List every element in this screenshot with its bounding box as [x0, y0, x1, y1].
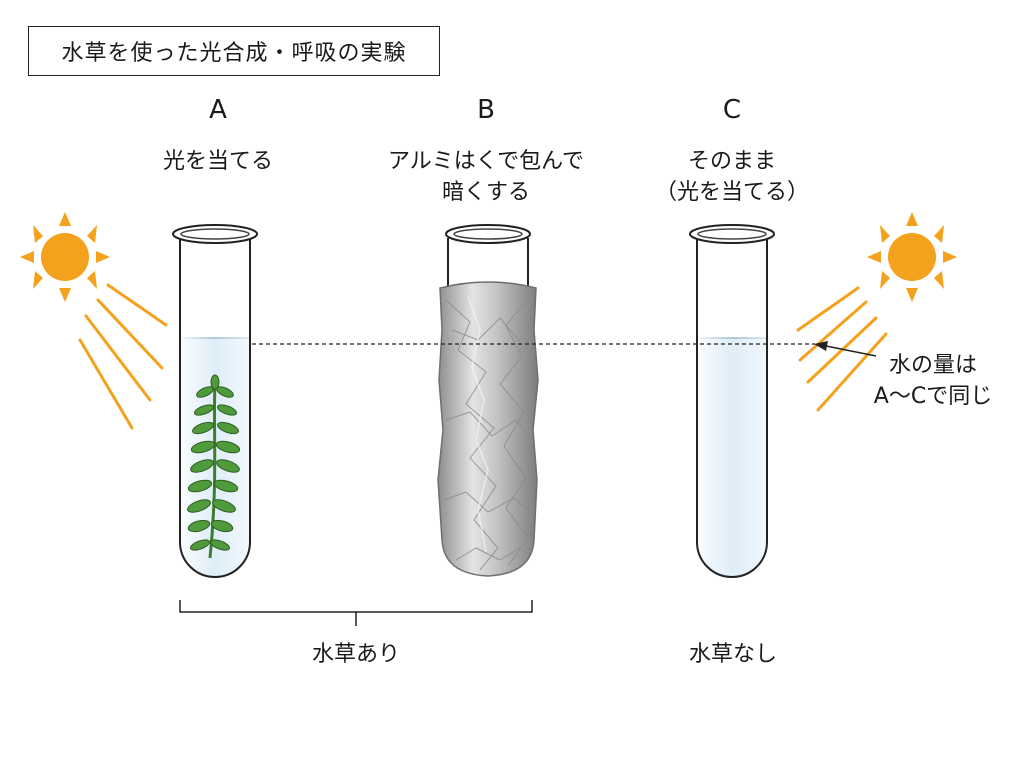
tube-b-condition-line2: 暗くする [441, 180, 530, 205]
tube-c-condition-line2: （光を当てる） [654, 180, 809, 205]
tube-c-condition-line1: そのまま [687, 149, 776, 174]
tube-b-condition-line1: アルミはくで包んで [387, 149, 585, 174]
page-title: 水草を使った光合成・呼吸の実験 [28, 26, 440, 76]
sun-icon [867, 212, 957, 302]
group-with-plant-label: 水草あり [311, 642, 400, 667]
water-note-line1: 水の量は [888, 353, 977, 378]
waterweed-icon [187, 374, 241, 559]
test-tube-b [437, 224, 539, 577]
aluminum-foil-icon [437, 281, 539, 577]
water-note-arrow [814, 341, 877, 357]
tube-b-letter: B [477, 95, 495, 125]
test-tube-a [172, 224, 258, 578]
left-light-rays [78, 283, 168, 430]
water-note-line2: A〜Cで同じ [873, 384, 993, 409]
sun-icon [20, 212, 110, 302]
with-plant-bracket [179, 600, 533, 626]
right-light-rays [796, 286, 888, 412]
tube-a-letter: A [209, 95, 227, 125]
group-without-plant-label: 水草なし [688, 642, 777, 667]
tube-a-condition: 光を当てる [162, 149, 273, 174]
tube-c-letter: C [722, 95, 742, 125]
test-tube-c [689, 224, 775, 578]
